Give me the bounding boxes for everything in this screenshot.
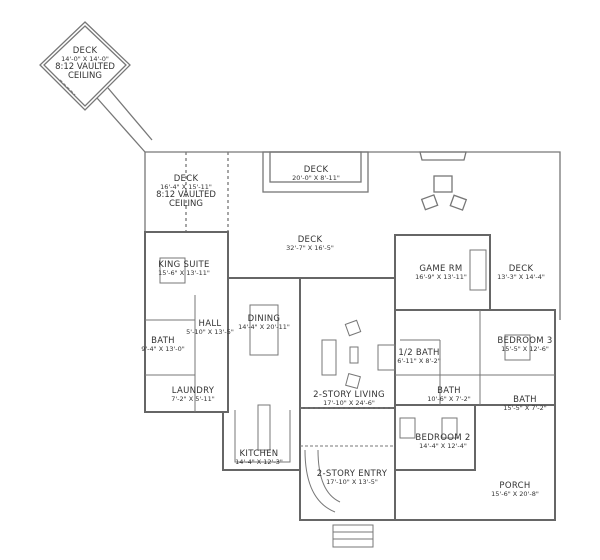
room-label-entry: 2-STORY ENTRY 17'-10" X 13'-5": [316, 469, 388, 486]
room-label-game-room: GAME RM 16'-9" X 13'-11": [415, 264, 467, 281]
room-label-living: 2-STORY LIVING 17'-10" X 24'-6": [313, 390, 385, 407]
room-label-laundry: LAUNDRY 7'-2" X 5'-11": [171, 386, 215, 403]
room-label-deck-main: DECK 32'-7" X 16'-5": [286, 235, 334, 252]
room-label-bedroom-3: BEDROOM 3 15'-5" X 12'-6": [497, 336, 553, 353]
room-label-bath-master: BATH 9'-4" X 13'-0": [141, 336, 185, 353]
angled-deck-outline: [39, 21, 153, 153]
room-label-deck-angled: DECK 14'-0" X 14'-0" 8:12 VAULTED CEILIN…: [55, 46, 115, 81]
room-label-deck-vaulted: DECK 16'-4" X 15'-11" 8:12 VAULTED CEILI…: [156, 174, 216, 209]
interior-walls: [145, 249, 555, 548]
room-label-deck-top: DECK 20'-0" X 8'-11": [292, 165, 340, 182]
room-label-bath-3: BATH 15'-5" X 7'-2": [503, 395, 547, 412]
room-label-deck-right: DECK 13'-3" X 14'-4": [497, 264, 545, 281]
room-label-dining: DINING 14'-4" X 20'-11": [238, 314, 290, 331]
room-label-half-bath: 1/2 BATH 6'-11" X 8'-2": [397, 348, 441, 365]
exterior-walls: [144, 231, 556, 521]
room-label-bath-2: BATH 10'-6" X 7'-2": [427, 386, 471, 403]
room-label-kitchen: KITCHEN 14'-4" X 12'-3": [235, 449, 283, 466]
deck-boundary: [144, 151, 561, 320]
room-label-porch: PORCH 15'-6" X 20'-8": [491, 481, 539, 498]
room-label-bedroom-2: BEDROOM 2 14'-4" X 12'-4": [415, 433, 471, 450]
room-label-hall: HALL 5'-10" X 13'-5": [186, 319, 234, 336]
room-label-king-suite: KING SUITE 15'-6" X 13'-11": [158, 260, 210, 277]
